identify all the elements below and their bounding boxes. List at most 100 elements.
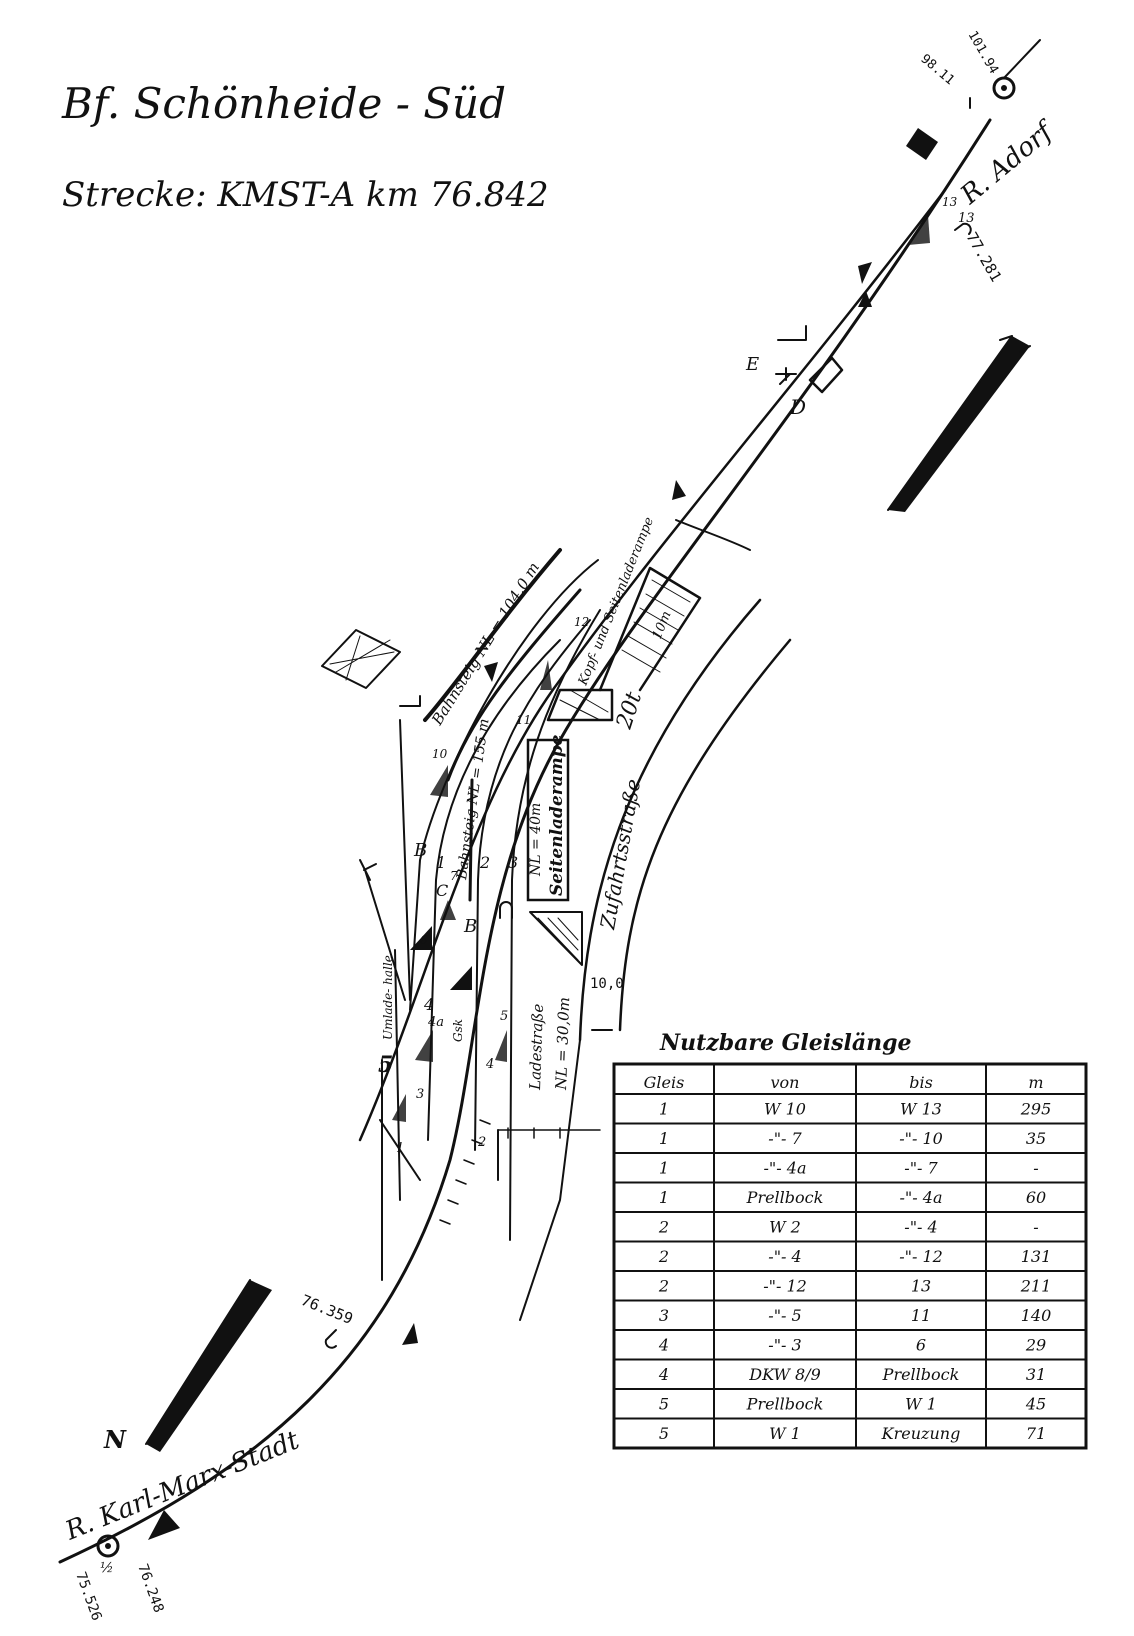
cell-m: - bbox=[1033, 1218, 1038, 1237]
seitenladerampe-nl: NL = 40m bbox=[528, 803, 544, 877]
th-gleis: Gleis bbox=[644, 1073, 685, 1092]
cell-gleis: 2 bbox=[658, 1218, 669, 1237]
signal-b2: B bbox=[463, 916, 477, 937]
switch-11: 11 bbox=[516, 713, 531, 727]
cell-m: 71 bbox=[1026, 1424, 1046, 1443]
zufahrt-label: Zufahrtsstraße bbox=[595, 777, 645, 932]
cell-m: 211 bbox=[1020, 1277, 1052, 1296]
seitenladerampe-box bbox=[526, 738, 570, 902]
dir-karl-marx-stadt: R. Karl-Marx-Stadt bbox=[60, 1425, 304, 1547]
loading-ramps bbox=[526, 566, 702, 966]
cell-bis: W 13 bbox=[900, 1100, 942, 1119]
signal-d: D bbox=[789, 395, 806, 419]
dir-adorf: R. Adorf bbox=[954, 114, 1061, 211]
cell-bis: 13 bbox=[911, 1277, 931, 1296]
signal-b1: B bbox=[413, 840, 427, 861]
km-ne: 77.281 bbox=[963, 229, 1006, 285]
switch-4: 4 bbox=[485, 1057, 494, 1072]
north-mark: N bbox=[103, 1425, 127, 1454]
switch-12: 12 bbox=[574, 615, 589, 629]
km-sw-end-a: 75.526 bbox=[72, 1570, 104, 1623]
cell-m: 31 bbox=[1026, 1365, 1046, 1384]
signal-13: 13 bbox=[958, 211, 975, 226]
cell-gleis: 4 bbox=[658, 1365, 669, 1384]
cell-gleis: 2 bbox=[658, 1277, 669, 1296]
storage-shed bbox=[321, 629, 401, 689]
cell-bis: -"- 4a bbox=[900, 1188, 943, 1207]
cell-m: 29 bbox=[1025, 1336, 1046, 1355]
switch-7: 7 bbox=[450, 869, 458, 883]
cell-m: 140 bbox=[1021, 1306, 1052, 1325]
direction-arrows bbox=[402, 262, 872, 1345]
cell-gleis: 3 bbox=[659, 1306, 669, 1325]
route-subtitle: Strecke: KMST-A km 76.842 bbox=[62, 175, 549, 215]
km-sw-end-b: 76.248 bbox=[134, 1562, 166, 1615]
cell-von: W 1 bbox=[769, 1424, 801, 1443]
cell-von: Prellbock bbox=[746, 1395, 824, 1414]
switch-wedges bbox=[392, 215, 930, 1122]
cell-gleis: 1 bbox=[659, 1188, 669, 1207]
cell-m: 45 bbox=[1025, 1395, 1046, 1414]
cell-gleis: 2 bbox=[658, 1247, 669, 1266]
cell-von: -"- 5 bbox=[768, 1306, 801, 1325]
cell-bis: W 1 bbox=[905, 1395, 937, 1414]
th-m: m bbox=[1028, 1073, 1043, 1092]
track-5-label: 5 bbox=[378, 1052, 393, 1078]
cell-von: -"- 4 bbox=[768, 1247, 801, 1266]
gsk-label: Gsk bbox=[451, 1019, 465, 1042]
km-sw: 76.359 bbox=[299, 1291, 356, 1328]
cell-bis: -"- 4 bbox=[904, 1218, 937, 1237]
cell-von: -"- 3 bbox=[768, 1336, 801, 1355]
station-title: Bf. Schönheide - Süd bbox=[61, 79, 506, 128]
switch-2: 2 bbox=[477, 1135, 486, 1150]
th-von: von bbox=[771, 1073, 800, 1092]
kopframpe-label: Kopf- und Seitenladerampe bbox=[575, 515, 657, 689]
switch-6: 6 bbox=[420, 933, 428, 947]
cell-von: Prellbock bbox=[746, 1188, 824, 1207]
cell-bis: Prellbock bbox=[882, 1365, 960, 1384]
signal-half: ½ bbox=[100, 1560, 114, 1576]
cell-m: 60 bbox=[1026, 1188, 1046, 1207]
cell-gleis: 1 bbox=[659, 1159, 669, 1178]
switch-5: 5 bbox=[500, 1009, 508, 1024]
umladehalle-label: Umlade- halle bbox=[381, 955, 395, 1040]
cell-m: 35 bbox=[1026, 1129, 1046, 1148]
cell-von: W 10 bbox=[764, 1100, 806, 1119]
table-row: 4 -"- 3 6 29 bbox=[658, 1336, 1046, 1355]
table-row: 1-"- 4a-"- 7- bbox=[659, 1159, 1039, 1178]
km-ne-top-a: 101.94 bbox=[965, 29, 1002, 77]
km-ne-top-b: 98.11 bbox=[917, 52, 957, 89]
cell-m: - bbox=[1033, 1159, 1038, 1178]
cell-bis: -"- 7 bbox=[904, 1159, 938, 1178]
table-row: 2 W 2 -"- 4 - bbox=[658, 1218, 1039, 1237]
table-title: Nutzbare Gleislänge bbox=[659, 1030, 912, 1056]
access-road bbox=[519, 519, 792, 1321]
cell-m: 295 bbox=[1020, 1100, 1052, 1119]
signal-c: C bbox=[436, 881, 448, 900]
switch-1: 1 bbox=[396, 1141, 404, 1156]
platforms bbox=[423, 548, 582, 902]
track-3-label: 3 bbox=[508, 853, 518, 872]
cell-gleis: 1 bbox=[659, 1100, 669, 1119]
cell-gleis: 4 bbox=[658, 1336, 669, 1355]
table-row: 1 W 10 W 13 295 bbox=[659, 1100, 1051, 1119]
track-2-label: 2 bbox=[479, 853, 490, 872]
cell-von: W 2 bbox=[769, 1218, 801, 1237]
road-width: 10,0 bbox=[590, 976, 624, 992]
cell-bis: 6 bbox=[916, 1336, 926, 1355]
table-row: 1 Prellbock -"- 4a 60 bbox=[659, 1188, 1046, 1207]
track-1-label: 1 bbox=[436, 853, 446, 872]
switch-4a: 4a bbox=[427, 1015, 444, 1030]
track-4-label: 4 bbox=[423, 995, 434, 1014]
cell-bis: Kreuzung bbox=[881, 1424, 961, 1443]
switch-13: 13 bbox=[942, 195, 958, 209]
cell-gleis: 5 bbox=[659, 1424, 669, 1443]
